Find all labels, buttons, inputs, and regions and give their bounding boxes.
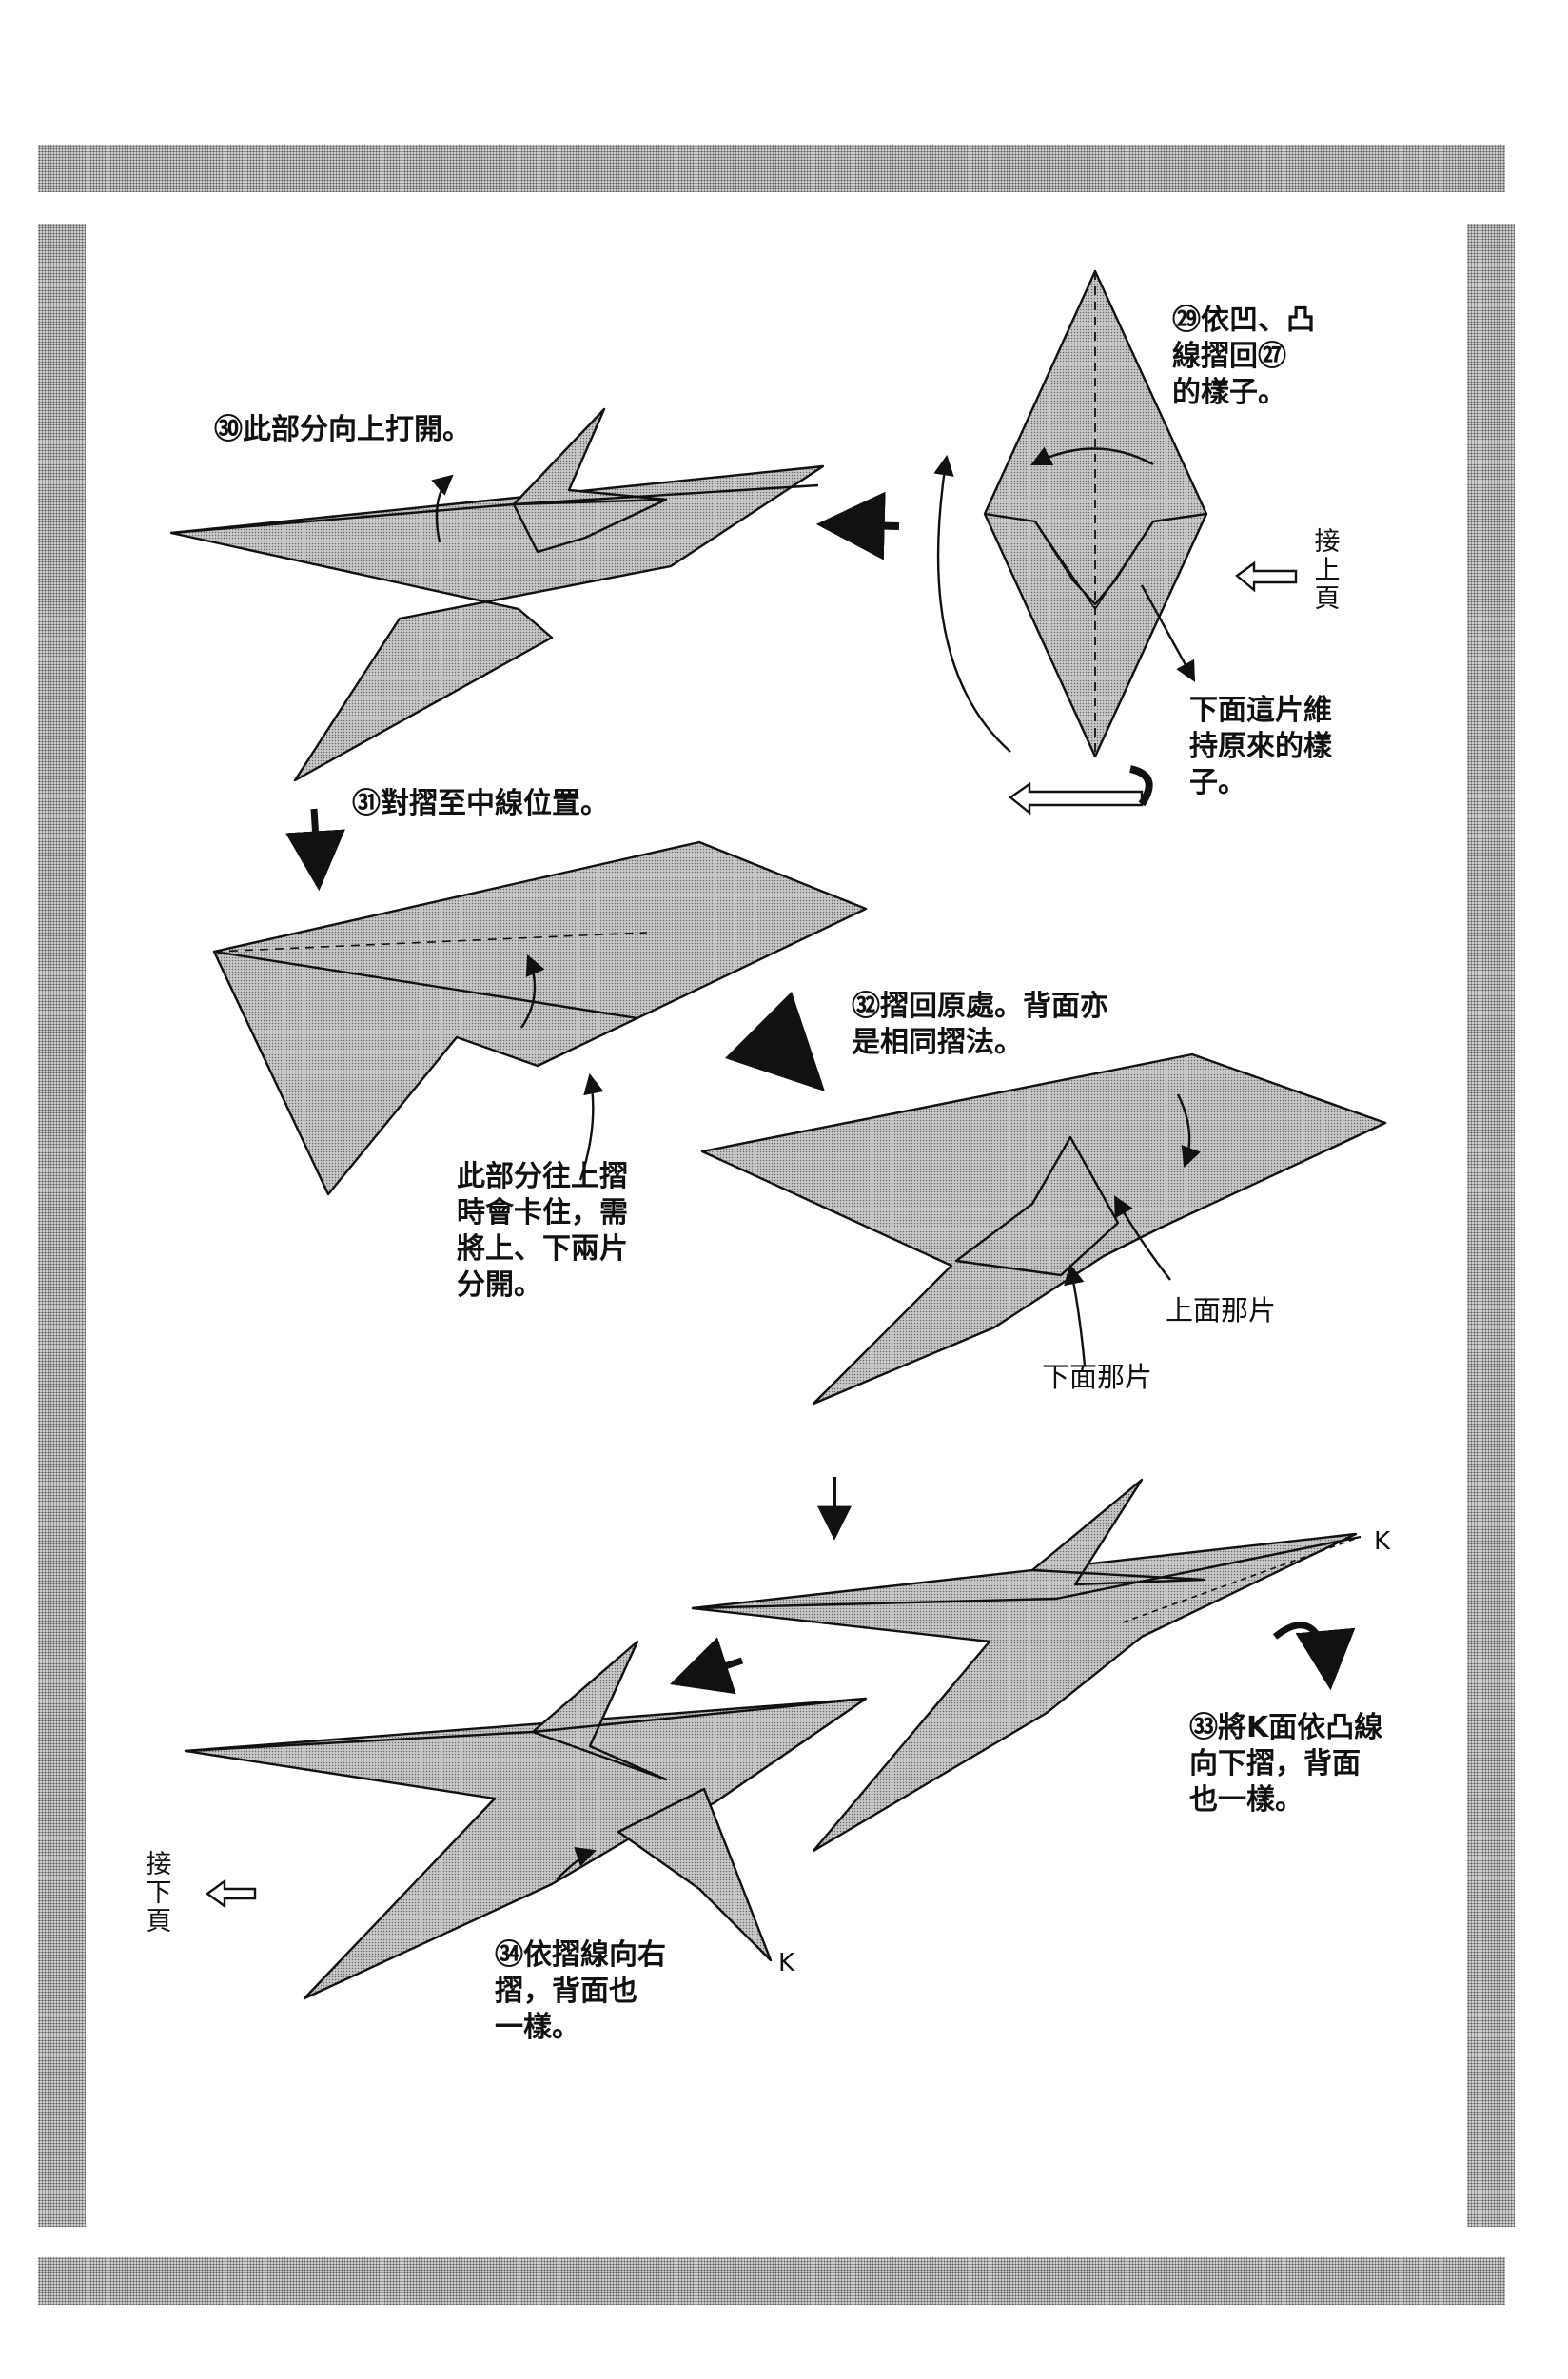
k-marker-step34: K xyxy=(778,1949,795,1977)
step31-caption: ㉛對摺至中線位置。 xyxy=(352,787,609,820)
step33-caption: ㉝將K面依凸線 向下摺，背面 也一樣。 xyxy=(1189,1711,1383,1817)
step32-caption: ㉜摺回原處。背面亦 是相同摺法。 xyxy=(852,990,1108,1059)
keep-lower-piece-note: 下面這片維 持原來的樣 子。 xyxy=(1189,694,1332,799)
continued-from-arrow-icon xyxy=(1235,560,1298,593)
lower-piece-label: 下面那片 xyxy=(1042,1361,1153,1393)
continued-from-label: 接 上 頁 xyxy=(1314,527,1341,614)
step34-caption: ㉞依摺線向右 摺，背面也 一樣。 xyxy=(495,1938,666,2044)
step34-diagram xyxy=(184,1640,868,2000)
turn-over-arrow-icon xyxy=(1008,781,1144,816)
step30-diagram xyxy=(169,407,825,782)
step30-caption: ㉚此部分向上打開。 xyxy=(214,413,471,446)
continued-to-label: 接 下 頁 xyxy=(146,1850,172,1937)
continued-to-arrow-icon xyxy=(205,1878,257,1909)
left-border-band xyxy=(38,224,86,2227)
turn-over-swoosh xyxy=(1128,765,1153,807)
stuck-note: 此部分往上摺 時會卡住，需 將上、下兩片 分開。 xyxy=(457,1160,628,1302)
step31-diagram xyxy=(212,840,868,1196)
right-border-band xyxy=(1467,224,1515,2227)
top-border-band xyxy=(38,145,1505,192)
step-arrows xyxy=(285,491,900,1695)
k-marker-step33: K xyxy=(1374,1527,1391,1556)
step33-diagram xyxy=(691,1478,1362,1853)
upper-piece-label: 上面那片 xyxy=(1166,1294,1277,1327)
step29-caption: ㉙依凹、凸 線摺回㉗ 的樣子。 xyxy=(1172,304,1315,409)
bottom-border-band xyxy=(38,2257,1505,2305)
step32-diagram xyxy=(700,1052,1387,1406)
step29-diagram xyxy=(933,269,1208,758)
